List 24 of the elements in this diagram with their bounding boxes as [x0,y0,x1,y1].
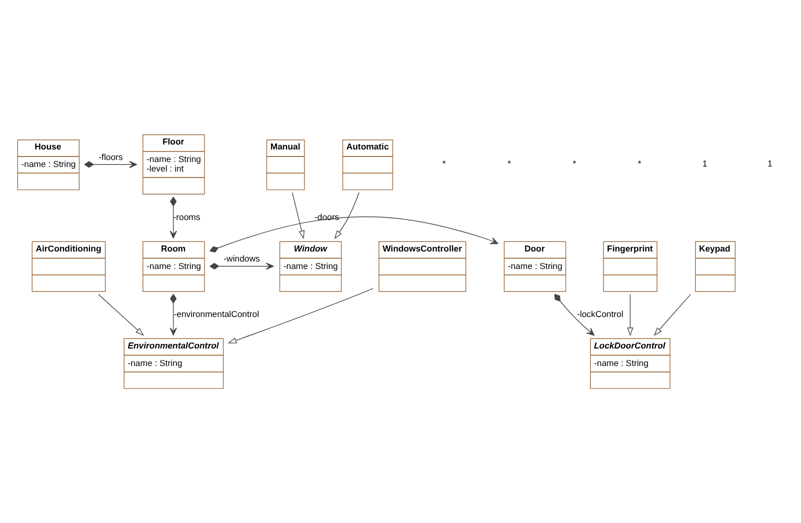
arrow [98,294,144,336]
edge-label: -lockControl [577,308,624,319]
label: * [442,158,446,169]
arrow [170,294,177,336]
arrow [209,216,498,253]
label: * [572,158,576,169]
arrow [170,196,177,239]
edge-label: -floors [98,152,123,162]
edge-label: -environmentalControl [174,308,260,319]
arrow [209,262,274,270]
arrow [627,294,634,336]
label: * [508,158,511,169]
arrow [334,192,360,240]
arrow [654,294,691,336]
arrow [292,192,305,240]
edge-label: -rooms [173,212,200,222]
arrow [84,160,138,168]
edge-label: -doors [314,212,340,222]
label: 1 [768,158,772,169]
label: * [638,158,642,169]
edge-label: -windows [224,254,260,264]
arrow [228,288,374,344]
label: 1 [702,158,708,169]
arrow [554,294,594,336]
